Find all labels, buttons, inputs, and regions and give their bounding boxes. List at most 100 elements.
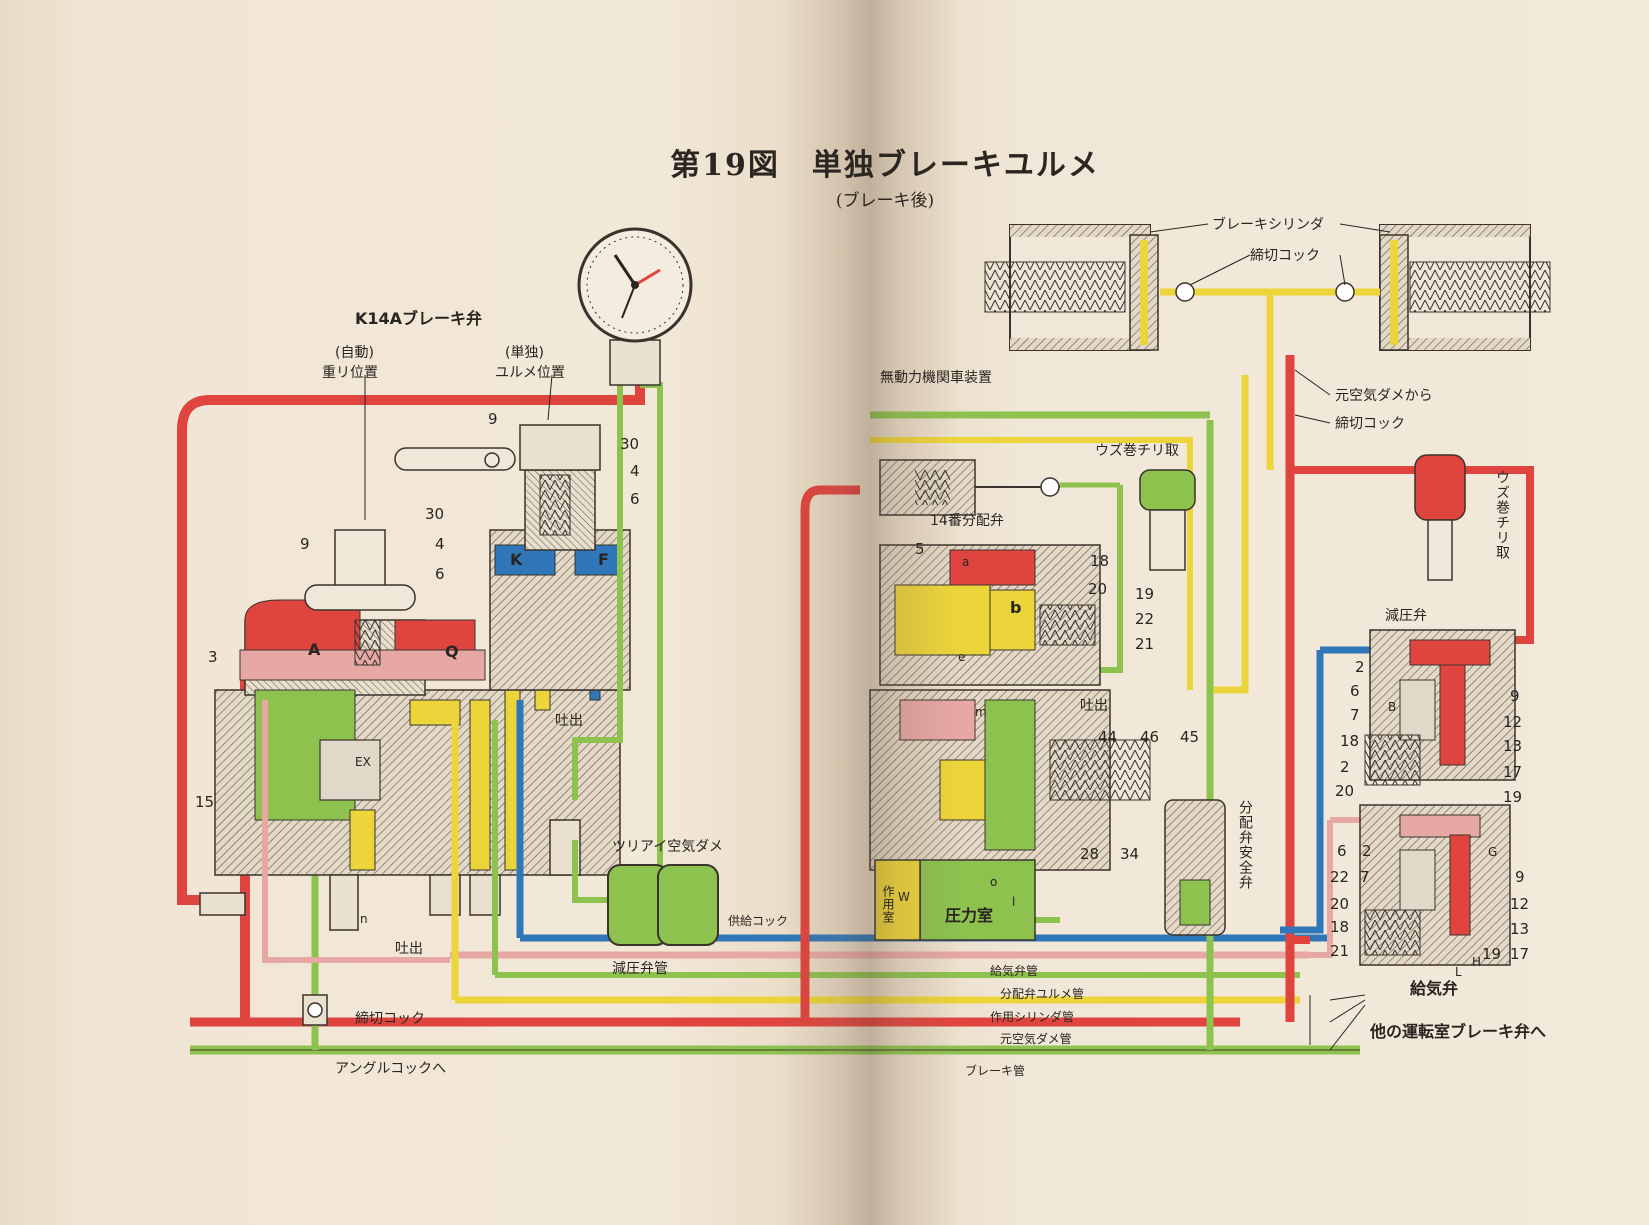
equalizing-reservoir xyxy=(572,840,719,946)
label-cutout-cock-bottom: 締切コック xyxy=(355,1011,425,1027)
label-cutout-cock-top: 締切コック xyxy=(1250,248,1320,264)
part-number: 9 xyxy=(488,410,498,428)
strainer-right xyxy=(1414,454,1466,581)
part-number: 46 xyxy=(1140,728,1160,746)
label-feed-valve: 給気弁 xyxy=(1410,979,1459,998)
no-power-device xyxy=(879,459,1060,516)
part-number: 7 xyxy=(1350,706,1360,724)
part-number: 18 xyxy=(1330,918,1350,936)
part-number: 22 xyxy=(1135,610,1155,628)
part-number: 9 xyxy=(1515,868,1525,886)
port-letter: G xyxy=(1488,845,1498,859)
part-number: 13 xyxy=(1503,737,1523,755)
label-valve-14: 14番分配弁 xyxy=(930,513,1004,529)
part-number: 20 xyxy=(1088,580,1108,598)
part-number: 2 xyxy=(1355,658,1365,676)
label-angle-cock: アングルコックへ xyxy=(335,1061,447,1077)
label-main-res-pipe: 元空気ダメ管 xyxy=(1000,1032,1072,1046)
label-indep-pos: ユルメ位置 xyxy=(495,365,565,381)
brake-cylinders xyxy=(984,224,1551,470)
port-letter: L xyxy=(1455,965,1462,979)
part-number: 2 xyxy=(1340,758,1350,776)
part-number: 20 xyxy=(1330,895,1350,913)
port-letter: l xyxy=(1012,895,1016,909)
part-number: 18 xyxy=(1090,552,1110,570)
part-number: 6 xyxy=(1350,682,1360,700)
label-cutout-cock-right: 締切コック xyxy=(1335,416,1405,432)
part-number: 3 xyxy=(208,648,218,666)
port-letter: H xyxy=(1472,955,1482,969)
part-number: 30 xyxy=(425,505,445,523)
port-letter: m xyxy=(975,705,987,719)
part-number: 18 xyxy=(1340,732,1360,750)
label-reducing-pipe: 減圧弁管 xyxy=(612,961,668,977)
label-app-cyl-pipe: 作用シリンダ管 xyxy=(990,1010,1075,1024)
part-number: 6 xyxy=(630,490,640,508)
part-number: 4 xyxy=(630,462,640,480)
part-number: 17 xyxy=(1510,945,1530,963)
part-number: 19 xyxy=(1503,788,1523,806)
label-strainer-top: ウズ巻チリ取 xyxy=(1095,443,1179,459)
label-supply-cock: 供給コック xyxy=(728,914,789,928)
part-number: 7 xyxy=(1360,868,1370,886)
label-discharge-3: 吐出 xyxy=(395,941,423,957)
label-auto-pos: 重リ位置 xyxy=(322,365,378,381)
label-discharge-1: 吐出 xyxy=(555,713,583,729)
leader-lines xyxy=(364,223,1391,1051)
k14a-valve-body xyxy=(199,424,631,931)
figure-title: 第19図 単独ブレーキユルメ xyxy=(670,148,1100,183)
label-dist-safety-valve: 分配弁安全弁 xyxy=(1237,800,1253,890)
part-number: 13 xyxy=(1510,920,1530,938)
part-number: 21 xyxy=(1135,635,1155,653)
part-number: 20 xyxy=(1335,782,1355,800)
label-brake-pipe: ブレーキ管 xyxy=(965,1064,1026,1078)
bottom-pipes xyxy=(190,934,1360,1055)
part-number: 12 xyxy=(1503,713,1523,731)
reducing-valve xyxy=(1364,629,1516,786)
cutout-cock-bottom-left xyxy=(302,994,328,1026)
part-number: 28 xyxy=(1080,845,1100,863)
feed-valve xyxy=(1359,804,1511,966)
part-number: 44 xyxy=(1098,728,1118,746)
port-letter: K xyxy=(510,550,523,569)
part-number: 19 xyxy=(1135,585,1155,603)
label-application-chamber: 作用室 xyxy=(881,885,895,924)
part-number: 6 xyxy=(1337,842,1347,860)
part-number: 17 xyxy=(1503,763,1523,781)
label-pressure-chamber: 圧力室 xyxy=(945,906,994,925)
port-letter: B xyxy=(1388,700,1397,714)
label-main-res-from: 元空気ダメから xyxy=(1335,388,1433,404)
port-letter: o xyxy=(990,875,998,889)
label-dist-release-pipe: 分配弁ユルメ管 xyxy=(1000,987,1085,1001)
label-equalizing-res: ツリアイ空気ダメ xyxy=(612,839,723,855)
part-number: 6 xyxy=(435,565,445,583)
strainer-top xyxy=(1139,469,1196,571)
label-k14a: K14Aブレーキ弁 xyxy=(355,309,483,328)
label-feed-pipe: 給気弁管 xyxy=(990,964,1039,978)
left-valve-pipes xyxy=(262,385,623,1000)
label-brake-cylinder: ブレーキシリンダ xyxy=(1212,217,1324,233)
port-letter: F xyxy=(598,550,609,569)
label-other-cab: 他の運転室ブレーキ弁へ xyxy=(1370,1022,1547,1041)
part-number: 9 xyxy=(300,535,310,553)
port-letter: Q xyxy=(445,642,459,661)
part-number: 4 xyxy=(435,535,445,553)
distributing-valve-14 xyxy=(869,544,1226,941)
part-number: 34 xyxy=(1120,845,1140,863)
part-number: 45 xyxy=(1180,728,1200,746)
label-auto: (自動) xyxy=(335,345,374,361)
port-letter: a xyxy=(962,555,970,569)
figure-subtitle: (ブレーキ後) xyxy=(835,191,935,211)
port-letter: W xyxy=(898,890,910,904)
part-number: 22 xyxy=(1330,868,1350,886)
label-no-power-device: 無動力機関車装置 xyxy=(880,370,992,386)
part-number: 5 xyxy=(915,540,925,558)
port-letter: b xyxy=(1010,598,1022,617)
pressure-gauge xyxy=(577,227,693,386)
part-number: 9 xyxy=(1510,687,1520,705)
part-number: 2 xyxy=(1362,842,1372,860)
label-discharge-2: 吐出 xyxy=(1080,698,1108,714)
part-number: 21 xyxy=(1330,942,1350,960)
port-letter: EX xyxy=(355,755,371,769)
port-letter: e xyxy=(958,650,966,664)
